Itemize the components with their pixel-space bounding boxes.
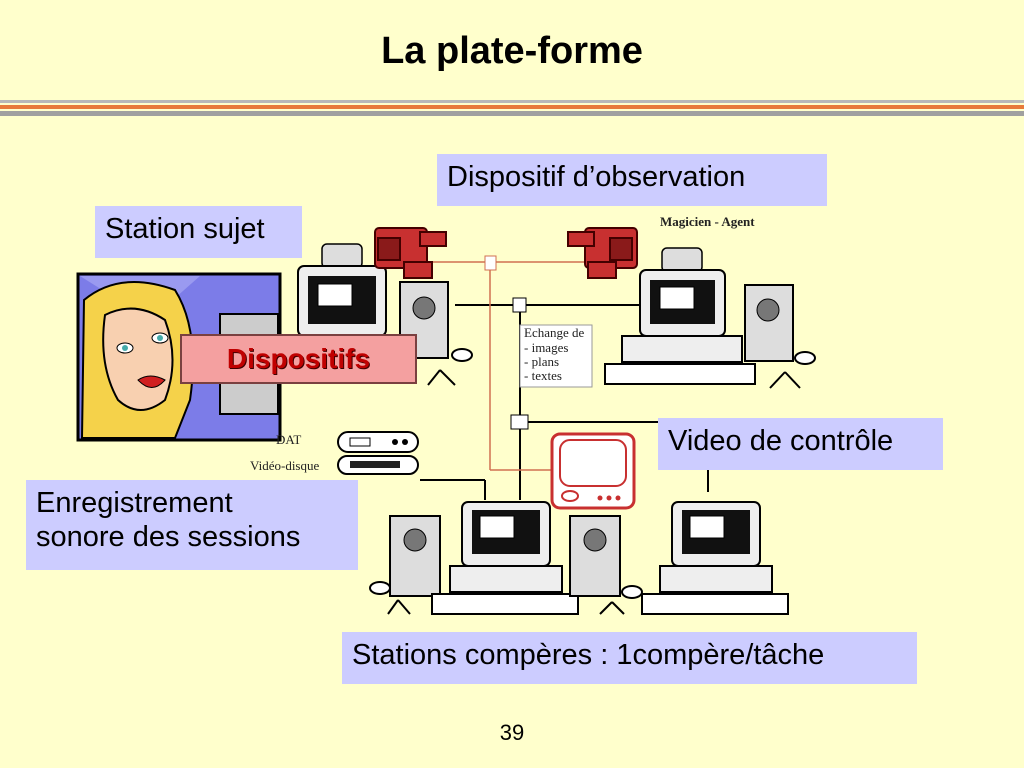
network-hub-bottom (510, 414, 529, 430)
subject-webcam-icon (427, 348, 473, 386)
echange-item-plans: - plans (524, 354, 560, 369)
stations-comperes-label: Stations compères : 1compère/tâche (342, 632, 917, 684)
confederate-webcam-2-icon (599, 585, 643, 615)
title-divider-grey (0, 100, 1024, 103)
wizard-webcam-icon (769, 351, 816, 389)
title-divider-orange (0, 105, 1024, 109)
camera-right-icon (567, 227, 638, 279)
page-number: 39 (499, 720, 525, 745)
echange-title: Echange de (524, 325, 585, 340)
camera-left-icon (374, 227, 447, 279)
observation-label: Dispositif d’observation (437, 154, 827, 206)
echange-item-images: - images (524, 340, 569, 355)
magicien-label: Magicien - Agent (660, 214, 755, 229)
title-divider-dark (0, 111, 1024, 116)
enregistrement-line-1: Enregistrement (36, 487, 233, 519)
video-junction (484, 255, 497, 271)
subject-computer-icon (297, 243, 449, 359)
confederate-computer-1-icon (389, 501, 579, 615)
enregistrement-label: Enregistrement sonore des sessions (26, 480, 358, 570)
enregistrement-line-2: sonore des sessions (36, 521, 301, 554)
confederate-webcam-1-icon (369, 581, 411, 615)
video-controle-label: Video de contrôle (658, 418, 943, 470)
station-sujet-label: Station sujet (95, 206, 302, 258)
dat-device-icon (337, 431, 419, 453)
network-hub-top (512, 297, 527, 313)
confederate-computer-2-icon (569, 501, 789, 615)
dispositifs-label: Dispositifs (180, 334, 417, 384)
video-disque-label: Vidéo-disque (250, 458, 320, 473)
slide-title: La plate-forme (381, 30, 643, 72)
video-disc-device-icon (337, 455, 419, 475)
dat-label: DAT (276, 432, 302, 447)
echange-item-textes: - textes (524, 368, 562, 383)
video-wiring (430, 261, 590, 471)
control-video-monitor-icon (550, 432, 636, 510)
wizard-computer-icon (604, 247, 794, 385)
exchange-box (519, 324, 593, 388)
